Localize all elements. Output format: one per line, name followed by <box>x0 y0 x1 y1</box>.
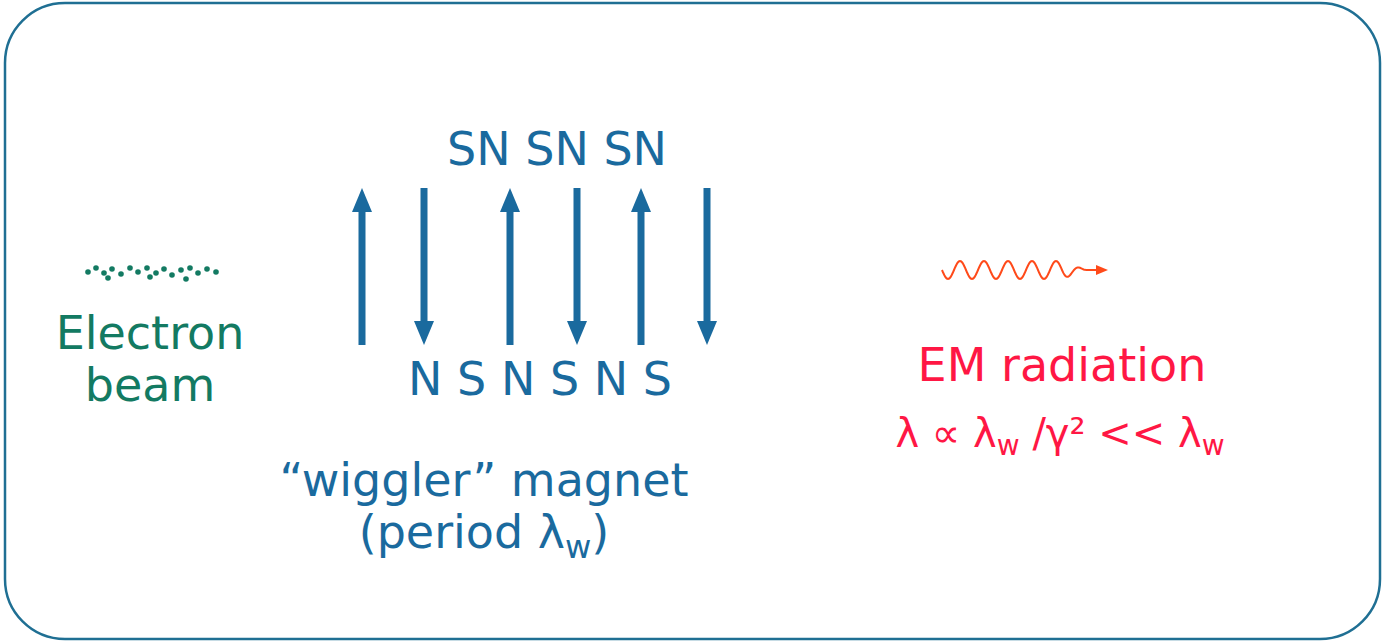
beam-label: Electron beam <box>10 308 290 411</box>
electron-dot <box>213 269 219 275</box>
magnet-poles: N S N S N S <box>408 354 672 406</box>
electron-dot <box>127 265 133 271</box>
electron-dot <box>195 270 201 276</box>
electron-dot <box>118 271 124 277</box>
electron-dot <box>204 266 210 272</box>
electron-dot <box>105 275 111 281</box>
em-wave <box>942 261 1108 279</box>
magnet-arrows <box>352 188 717 345</box>
electron-dot <box>85 269 91 275</box>
arrow-head <box>414 321 434 345</box>
electron-dot <box>183 276 189 282</box>
electron-dot <box>135 269 141 275</box>
electron-dot <box>187 265 193 271</box>
frame <box>5 3 1380 639</box>
radiation-label: EM radiation <box>918 340 1207 392</box>
electron-dot <box>147 274 153 280</box>
arrow-shaft <box>359 210 366 345</box>
electron-dot <box>161 266 167 272</box>
electron-dot <box>144 265 150 271</box>
electron-dot <box>153 270 159 276</box>
wiggler-label: “wiggler” magnet (period λw) <box>249 455 719 564</box>
arrow-shaft <box>421 188 428 323</box>
wave-line <box>942 261 1086 279</box>
magnet-poles: SN SN SN <box>447 124 667 176</box>
electron-dot <box>169 272 175 278</box>
wave-arrow-head <box>1096 265 1108 275</box>
arrow-head <box>697 321 717 345</box>
electron-dot <box>101 270 107 276</box>
electron-beam-dots <box>85 265 219 282</box>
electron-dot <box>93 265 99 271</box>
arrow-shaft <box>638 210 645 345</box>
arrow-head <box>631 188 651 212</box>
arrow-head <box>352 188 372 212</box>
arrow-head <box>567 321 587 345</box>
arrow-head <box>500 188 520 212</box>
arrow-shaft <box>704 188 711 323</box>
arrow-shaft <box>574 188 581 323</box>
electron-dot <box>178 267 184 273</box>
arrow-shaft <box>507 210 514 345</box>
wavelength-formula: λ ∝ λw /γ² << λw <box>895 411 1224 462</box>
electron-dot <box>109 266 115 272</box>
